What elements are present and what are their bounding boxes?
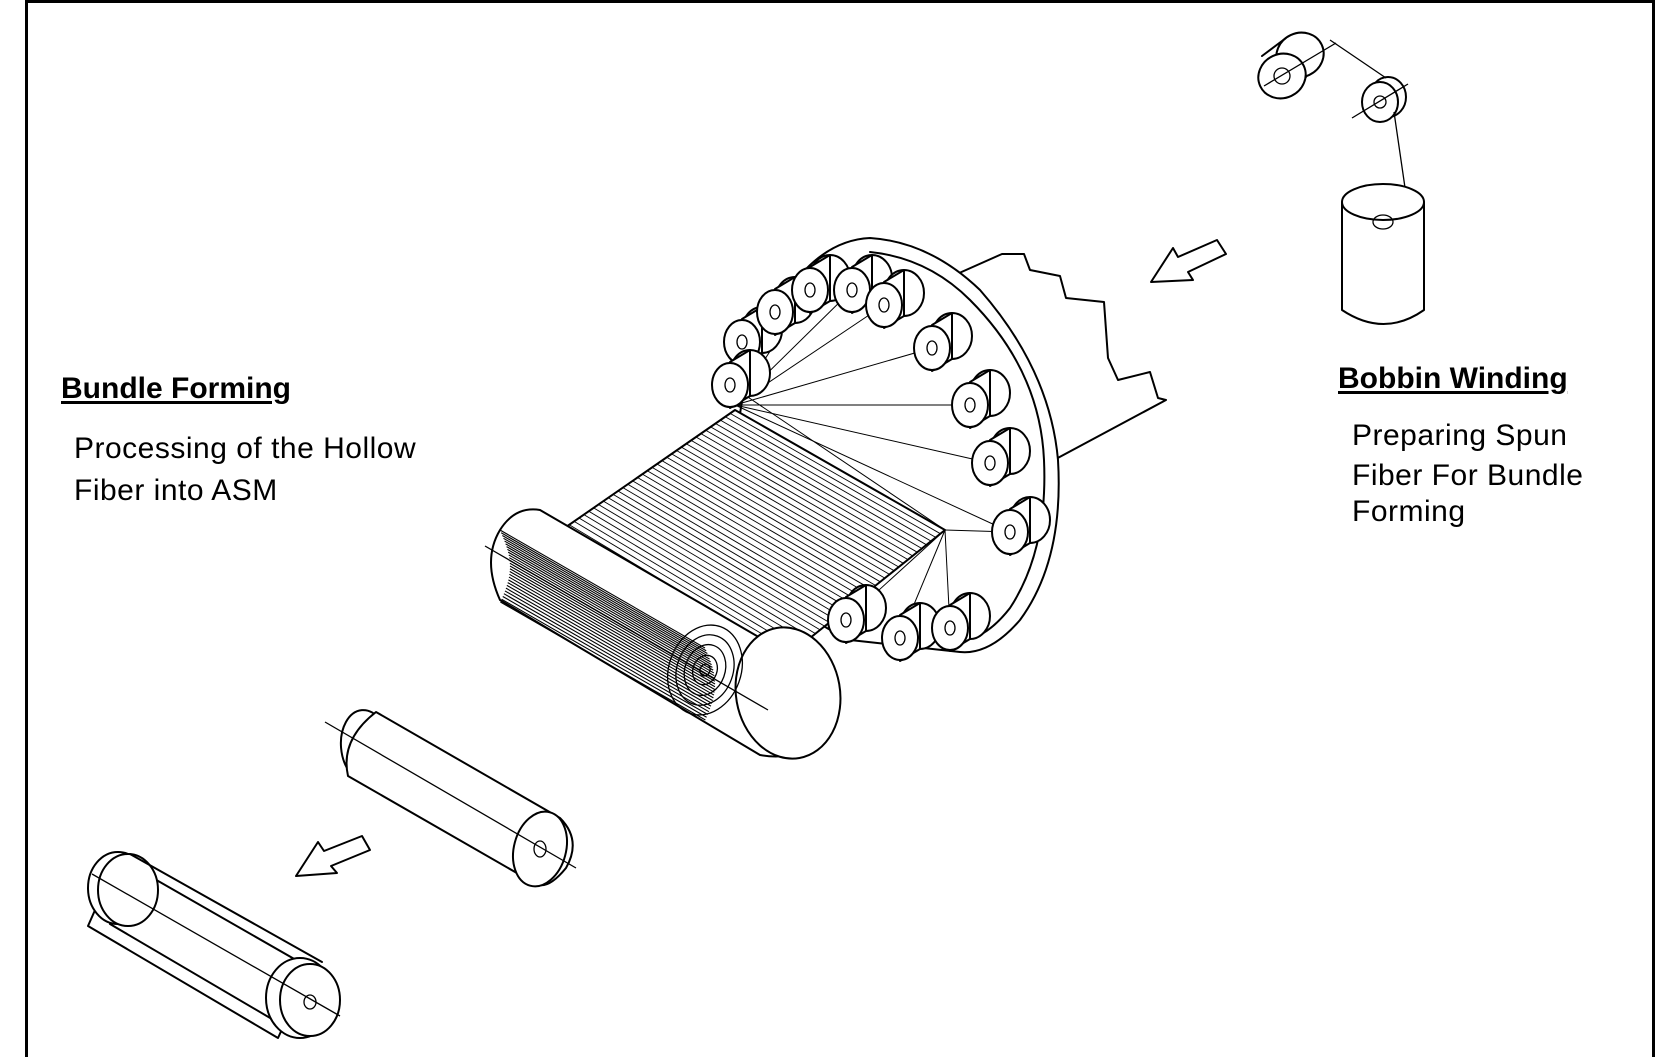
creel-spool-icon (791, 254, 851, 314)
spool-icon (1257, 31, 1337, 100)
creel-spool-icon (913, 312, 973, 372)
bobbin-winding-description: Preparing Spun Fiber For Bundle Forming (1352, 416, 1583, 532)
bobbin-winding-line: Preparing Spun (1352, 419, 1568, 452)
arrow-left-icon (295, 835, 371, 877)
bundle-forming-description: Processing of the Hollow Fiber into ASM (74, 428, 416, 512)
creel-spool-icon (931, 592, 991, 652)
bundle-end-rings (667, 624, 743, 716)
rolled-bundle-illustration (484, 508, 842, 760)
bobbin-winding-line: Fiber For Bundle (1352, 459, 1584, 492)
module-cylinder-illustration (324, 709, 577, 888)
finished-module-illustration (87, 851, 341, 1039)
creel-spool-icon (711, 349, 771, 409)
creel-spool-icon (881, 602, 941, 662)
creel-spool-icon (827, 584, 887, 644)
bundle-forming-line: Processing of the Hollow (74, 432, 417, 465)
creel-spool-icon (865, 269, 925, 329)
arrow-left-icon (1150, 239, 1227, 283)
bobbin-winding-title: Bobbin Winding (1338, 362, 1568, 395)
spool-icon (1351, 76, 1409, 123)
fiber-can-icon (1341, 183, 1425, 325)
creel-spool-icon (951, 369, 1011, 429)
creel-spool-icon (971, 427, 1031, 487)
bobbin-winding-illustration (1257, 31, 1425, 325)
bundle-forming-title: Bundle Forming (61, 372, 291, 405)
creel-spool-icon (991, 496, 1051, 556)
bundle-forming-line: Fiber into ASM (74, 474, 278, 507)
bobbin-winding-line: Forming (1352, 495, 1466, 528)
